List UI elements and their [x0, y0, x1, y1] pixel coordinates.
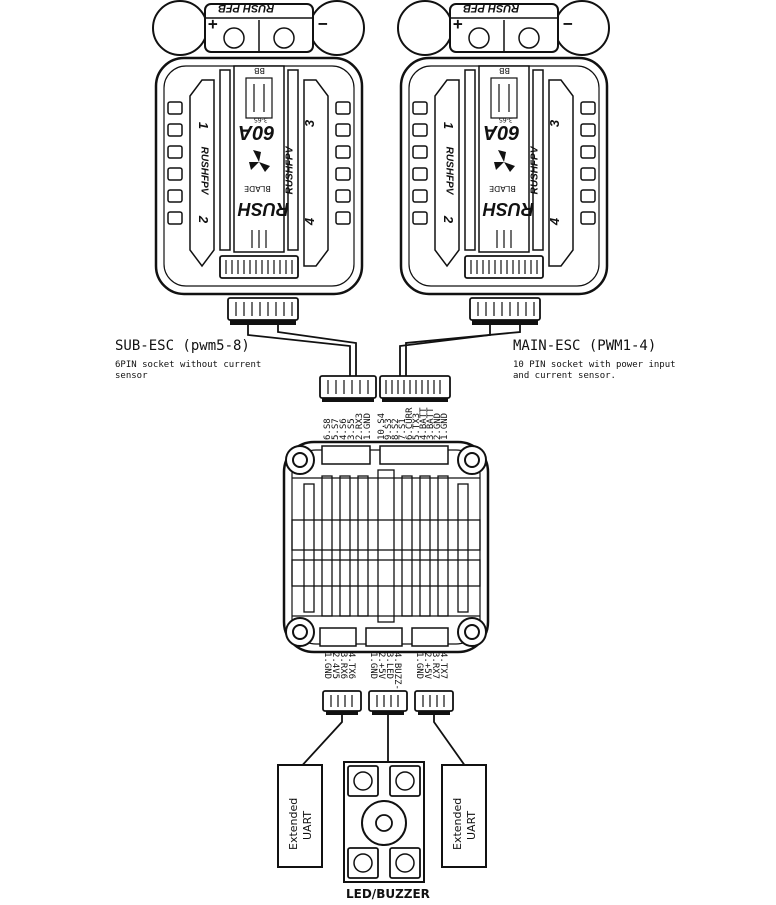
- ext-uart-right-line1: Extended: [451, 797, 464, 850]
- pin-bot-mid-4: 4.BUZZ-: [392, 652, 402, 690]
- pin-top-sub-1: 1.GND: [363, 412, 373, 440]
- main-esc-plug: [469, 297, 541, 325]
- uart7-plug: [414, 690, 454, 716]
- sub-esc-minus: −: [318, 14, 328, 33]
- pin-bot-right-4: 4.TX7: [438, 652, 448, 680]
- sub-esc-current: 60A: [238, 121, 275, 143]
- main-esc-motor-3: 3: [547, 119, 563, 128]
- sub-esc-motor-3: 3: [302, 119, 318, 128]
- main-esc-cable-b: [405, 325, 521, 376]
- main-esc-title: MAIN-ESC (PWM1-4): [513, 338, 657, 354]
- sub-esc-3s: 3-6S: [254, 116, 268, 123]
- main-esc-minus: −: [563, 14, 573, 33]
- sub-esc-bb: BB: [254, 66, 265, 75]
- ext-uart-left-line2: UART: [301, 810, 314, 840]
- ext-uart-left-box: [277, 764, 323, 868]
- main-esc-side-left: RUSHFPV: [443, 146, 455, 195]
- main-esc-model-sub: BLADE: [489, 184, 516, 193]
- uart6-cable: [297, 715, 343, 771]
- pin-top-main-1: 1.GND: [440, 412, 450, 440]
- sub-esc-plus: +: [208, 14, 218, 33]
- main-esc-side-right: RUSHFPV: [529, 146, 541, 195]
- led-buzzer-plug: [368, 690, 408, 716]
- sub-esc-motor-4: 4: [302, 217, 318, 226]
- fc-top-socket-10pin: [379, 375, 451, 402]
- ext-uart-right-line2: UART: [465, 810, 478, 840]
- led-buzzer-board: [343, 761, 425, 883]
- main-esc-motor-1: 1: [441, 121, 457, 130]
- sub-esc-cable-b: [277, 325, 357, 376]
- sub-esc-plug: [227, 297, 299, 325]
- fc-top-socket-6pin: [319, 375, 377, 402]
- main-esc-motor-4: 4: [547, 217, 563, 226]
- main-esc-board: [396, 0, 611, 296]
- sub-esc-note-1: 6PIN socket without current: [115, 360, 262, 370]
- pin-bot-left-4: 4.TX6: [346, 652, 356, 680]
- main-esc-brand: RUSH PFB: [463, 2, 520, 14]
- sub-esc-side-left: RUSHFPV: [198, 146, 210, 195]
- led-buzzer-label: LED/BUZZER: [346, 887, 430, 901]
- sub-esc-board: [151, 0, 366, 296]
- main-esc-model: RUSH: [483, 199, 535, 219]
- main-esc-plus: +: [453, 14, 463, 33]
- main-esc-bb: BB: [499, 66, 510, 75]
- main-esc-current: 60A: [483, 121, 520, 143]
- sub-esc-brand: RUSH PFB: [218, 2, 275, 14]
- sub-esc-note-2: sensor: [115, 371, 148, 381]
- sub-esc-model: RUSH: [238, 199, 290, 219]
- uart6-plug: [322, 690, 362, 716]
- flight-controller-board: [282, 440, 490, 654]
- main-esc-cable: [399, 325, 491, 376]
- sub-esc-motor-2: 2: [196, 215, 212, 224]
- main-esc-3s: 3-6S: [499, 116, 513, 123]
- main-esc-note-2: and current sensor.: [513, 371, 616, 381]
- uart7-cable: [433, 715, 469, 771]
- ext-uart-left-line1: Extended: [287, 797, 300, 850]
- sub-esc-side-right: RUSHFPV: [284, 146, 296, 195]
- ext-uart-right-box: [441, 764, 487, 868]
- main-esc-note-1: 10 PIN socket with power input: [513, 360, 676, 370]
- sub-esc-model-sub: BLADE: [244, 184, 271, 193]
- sub-esc-cable: [247, 325, 351, 376]
- main-esc-motor-2: 2: [441, 215, 457, 224]
- sub-esc-motor-1: 1: [196, 121, 212, 130]
- sub-esc-title: SUB-ESC (pwm5-8): [115, 338, 250, 354]
